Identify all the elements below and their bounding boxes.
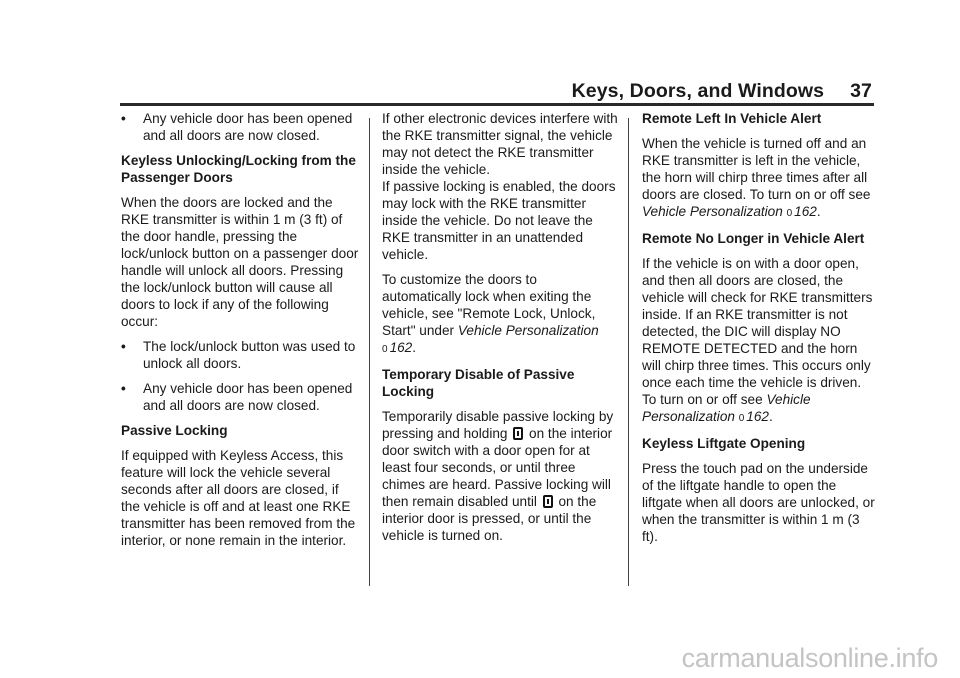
bullet-marker: • [121,339,126,354]
paragraph: When the vehicle is turned off and an RK… [642,136,871,219]
page-ref-number[interactable]: 162 [746,409,769,424]
column-divider-1 [369,118,370,586]
paragraph: To customize the doors to automatically … [382,272,599,355]
paragraph: If passive locking is enabled, the doors… [382,179,616,262]
paragraph: If other electronic devices interfere wi… [382,111,618,177]
column-2: If other electronic devices interfere wi… [382,110,618,552]
cross-reference-link[interactable]: Vehicle Personalization [457,323,599,338]
bullet-text: The lock/unlock button was used to unloc… [143,339,356,371]
heading-keyless-liftgate: Keyless Liftgate Opening [642,436,806,451]
bullet-marker: • [121,381,126,396]
heading-temporary-disable: Temporary Disable of Passive Locking [382,367,575,399]
paragraph: Press the touch pad on the underside of … [642,461,875,544]
paragraph-text: To customize the doors to automatically … [382,272,596,338]
paragraph-text: on the interior door switch with a door … [382,426,613,509]
paragraph-text: When the vehicle is turned off and an RK… [642,136,871,202]
page-ref-icon: 0 [382,344,388,355]
page-ref-number[interactable]: 162 [794,204,817,219]
column-1: • Any vehicle door has been opened and a… [121,110,359,557]
heading-passive-locking: Passive Locking [121,423,228,438]
paragraph-text: Temporarily disable passive locking by p… [382,409,614,441]
heading-remote-no-longer-alert: Remote No Longer in Vehicle Alert [642,231,865,246]
heading-remote-left-alert: Remote Left In Vehicle Alert [642,111,822,126]
page-ref-icon: 0 [786,208,793,219]
column-3: Remote Left In Vehicle Alert When the ve… [642,110,878,553]
unlock-button-icon [542,495,553,508]
bullet-item: • Any vehicle door has been opened and a… [121,110,359,144]
watermark: carmanualsonline.info [681,643,939,673]
page-number: 37 [850,80,872,102]
bullet-marker: • [121,111,126,126]
bullet-text: Any vehicle door has been opened and all… [143,381,353,413]
lock-button-icon [513,427,524,440]
header-rule [120,103,874,106]
page-header: Keys, Doors, and Windows 37 [572,80,872,103]
page-ref-number[interactable]: 162 [389,340,413,355]
cross-reference-link[interactable]: Vehicle Personalization [642,204,783,219]
section-title: Keys, Doors, and Windows [571,80,825,102]
paragraph: Temporarily disable passive locking by p… [382,408,618,544]
column-divider-2 [628,118,629,586]
paragraph: When the doors are locked and the RKE tr… [121,195,359,329]
cross-reference-link[interactable]: Vehicle Personalization [642,392,811,424]
bullet-item: • Any vehicle door has been opened and a… [121,380,359,414]
bullet-text: Any vehicle door has been opened and all… [143,111,353,143]
paragraph-text: on the interior door is pressed, or unti… [382,494,597,543]
paragraph-text: If the vehicle is on with a door open, a… [642,256,873,407]
paragraph: If the vehicle is on with a door open, a… [642,256,873,424]
page-ref-icon: 0 [738,413,745,424]
bullet-item: • The lock/unlock button was used to unl… [121,338,359,372]
heading-keyless-passenger-doors: Keyless Unlocking/Locking from the Passe… [121,153,356,185]
paragraph: If equipped with Keyless Access, this fe… [121,448,356,548]
